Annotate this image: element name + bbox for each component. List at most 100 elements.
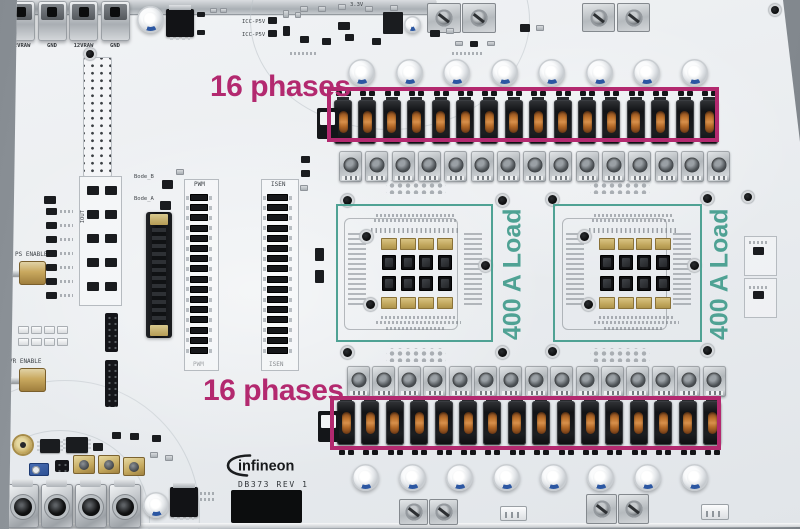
smd-component (283, 26, 290, 36)
phase-inductor (385, 398, 404, 445)
smd-component (46, 236, 57, 243)
gold-test-button (98, 455, 120, 474)
smd-component (607, 450, 614, 455)
smd-component (628, 91, 635, 96)
screw-terminal-block (429, 499, 458, 525)
passive-component (536, 25, 544, 31)
bulk-capacitor (352, 464, 379, 491)
silkscreen-text-column (566, 233, 584, 305)
phase-inductor (410, 398, 429, 445)
passive-component (318, 6, 326, 12)
isen-jumper (263, 265, 292, 273)
smd-component (345, 91, 351, 96)
smd-component (518, 450, 525, 455)
solder-pad-grid (590, 348, 650, 362)
power-stage (651, 366, 675, 397)
power-stage (417, 151, 441, 182)
load-fet-chip (618, 255, 633, 270)
screw-terminal-block (462, 3, 496, 33)
ic-chip (37, 439, 63, 453)
load-fet-chip (419, 255, 433, 270)
power-stage (549, 151, 573, 182)
pwm-jumper (186, 336, 212, 344)
silkscreen-fine-text (592, 219, 676, 222)
smd-component (46, 222, 57, 229)
passive-component (176, 169, 184, 175)
smd-component (680, 450, 687, 455)
smd-component (753, 291, 764, 299)
smt-connector-pad (44, 338, 55, 346)
phase-cell (653, 398, 674, 456)
silkscreen-fine-text (594, 321, 679, 324)
smd-component (604, 91, 611, 96)
pwm-jumper (186, 306, 212, 314)
phase-inductor (382, 97, 401, 144)
brand-logo-area: infineon (226, 452, 316, 484)
passive-component (300, 6, 308, 12)
smd-component (689, 450, 696, 455)
mounting-hole (481, 261, 490, 270)
power-stage (677, 366, 701, 397)
bulk-capacitor (634, 464, 661, 491)
phase-inductor (654, 398, 673, 445)
phase-inductor (407, 97, 426, 144)
card-edge-connector (146, 212, 172, 338)
phase-cell (406, 91, 427, 147)
bulk-capacitor (681, 464, 708, 491)
smd-component (555, 91, 562, 96)
passive-component (150, 452, 158, 458)
silkscreen-text-column (348, 233, 366, 305)
power-stage (423, 366, 447, 397)
signal-connector (701, 504, 729, 520)
smd-component (589, 91, 595, 96)
smd-component (268, 17, 277, 24)
banana-jack-top (100, 1, 130, 41)
phase-inductor (602, 97, 621, 144)
smd-component (384, 91, 391, 96)
power-stage (339, 151, 362, 182)
banana-jack-bottom (75, 479, 107, 528)
silkscreen-fine-text (60, 266, 73, 269)
phase-inductor (483, 398, 502, 445)
phase-inductor (678, 398, 697, 445)
silkscreen-fine-text (290, 52, 318, 55)
phase-inductor (507, 398, 526, 445)
bulk-capacitor (493, 464, 520, 491)
smd-component (515, 91, 522, 96)
silkscreen-fine-text (200, 492, 216, 495)
smd-component (436, 450, 443, 455)
passive-component (220, 8, 227, 13)
load-fet-chip (618, 276, 633, 291)
smd-component (534, 450, 541, 455)
phase-inductor (556, 398, 575, 445)
smd-component (46, 250, 57, 257)
smd-component (339, 450, 345, 455)
load-gold-pad (399, 238, 416, 250)
labeled-component (318, 411, 339, 442)
smd-component (580, 91, 586, 96)
terminal-label: GND (110, 43, 120, 49)
silkscreen-bode-a: Bode_A (134, 196, 154, 202)
barcode-label (231, 490, 302, 523)
smd-component (433, 91, 440, 96)
phase-inductor (675, 97, 694, 144)
screw-terminal-block (618, 494, 649, 524)
mounting-hole (343, 348, 352, 357)
power-stage (470, 151, 494, 182)
phase-inductor (456, 97, 474, 144)
power-stage (550, 366, 574, 397)
mounting-hole (548, 347, 557, 356)
phase-cell (385, 398, 406, 456)
logo-swoosh (226, 454, 252, 477)
smd-component (152, 435, 161, 442)
banana-jack-bottom (9, 479, 39, 528)
smd-component (44, 196, 56, 204)
silkscreen-fine-text (749, 286, 769, 289)
smd-component (363, 450, 370, 455)
smd-component (485, 450, 492, 455)
passive-component (446, 28, 454, 34)
smd-component (461, 450, 467, 455)
iout-jumper (105, 258, 117, 267)
isen-jumper (263, 245, 292, 252)
phase-inductor (529, 97, 548, 144)
